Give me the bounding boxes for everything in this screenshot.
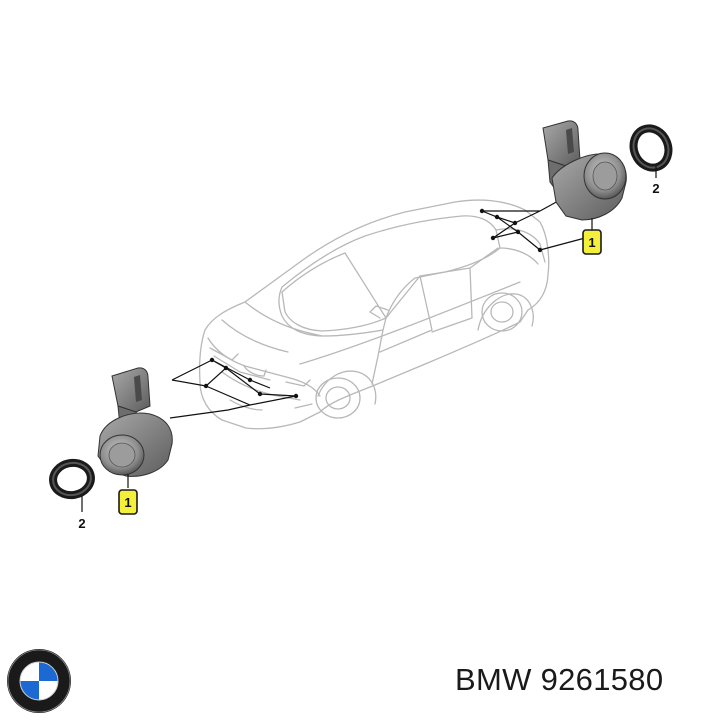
rear-ring-callout: 2	[652, 181, 659, 196]
car-outline	[199, 199, 550, 430]
front-sensor-callout-label: 1	[124, 495, 131, 510]
front-sensor-callout: 1	[118, 489, 138, 515]
part-caption: BMW 9261580	[455, 662, 663, 698]
bmw-logo	[7, 649, 71, 713]
caption-part-number: 9261580	[540, 662, 664, 697]
rear-sensor-callout: 1	[582, 229, 602, 255]
front-sealing-ring	[49, 458, 95, 512]
rear-ring-callout-label: 2	[652, 181, 659, 196]
rear-parking-sensor	[542, 120, 627, 230]
front-ring-callout: 2	[78, 516, 85, 531]
front-leader-lines	[169, 357, 299, 419]
front-parking-sensor	[97, 367, 173, 488]
rear-sealing-ring	[629, 124, 673, 178]
rear-leader-lines	[479, 199, 586, 253]
rear-sensor-callout-label: 1	[588, 235, 595, 250]
front-ring-callout-label: 2	[78, 516, 85, 531]
caption-brand: BMW	[455, 662, 532, 697]
